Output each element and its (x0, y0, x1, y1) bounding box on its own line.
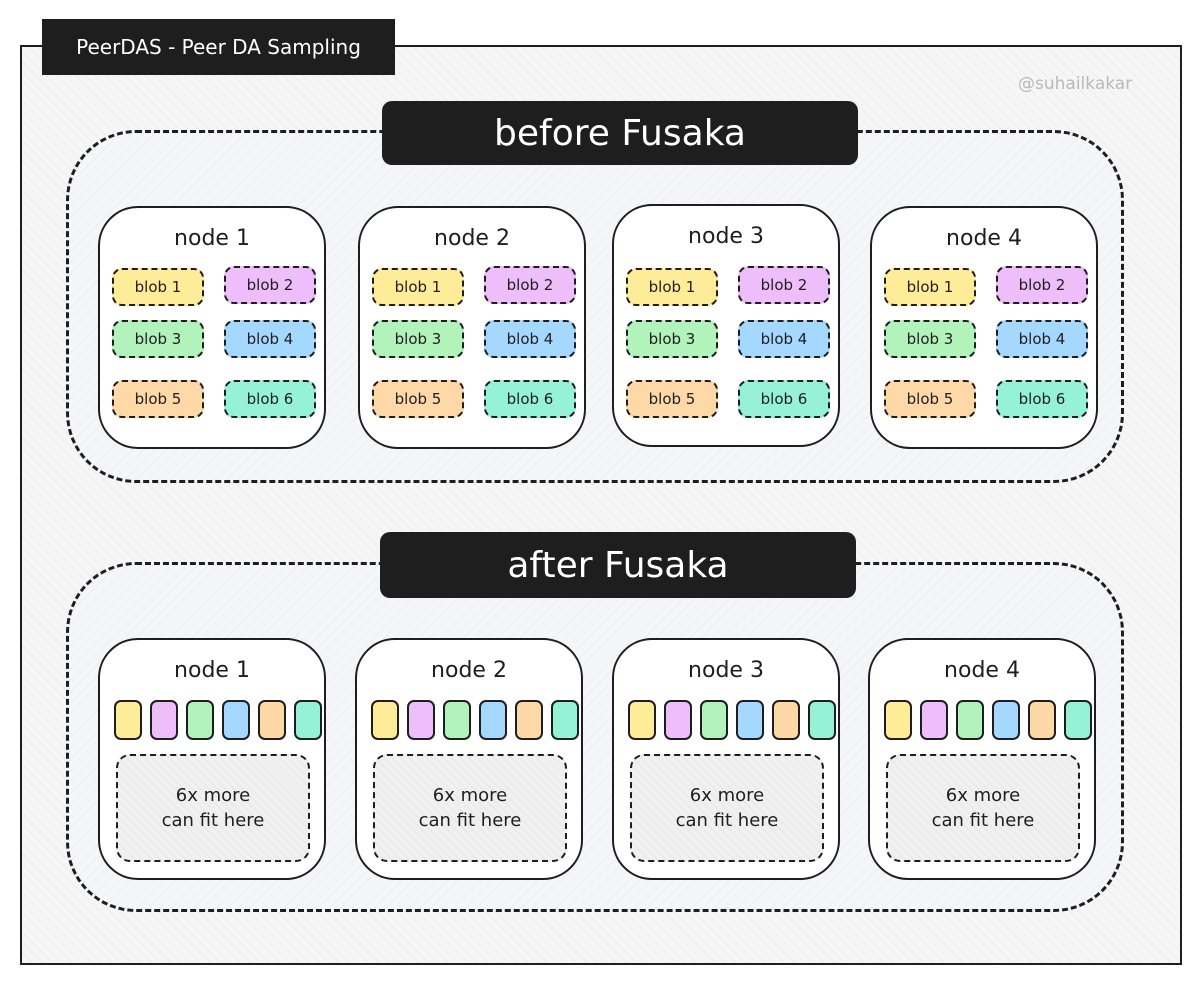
capacity-text-line2: can fit here (161, 810, 265, 831)
after-node-2: node 2 6x more can fit here (355, 638, 583, 880)
blob-cell-4 (736, 700, 764, 740)
capacity-placeholder: 6x more can fit here (630, 754, 824, 862)
capacity-text-line1: 6x more (432, 785, 508, 806)
blob-2: blob 2 (996, 266, 1088, 304)
blob-1: blob 1 (372, 268, 464, 306)
blob-1: blob 1 (626, 268, 718, 306)
blob-cell-6 (294, 700, 322, 740)
blob-cell-5 (515, 700, 543, 740)
diagram-title: PeerDAS - Peer DA Sampling (42, 19, 395, 75)
before-node-2: node 2 blob 1 blob 2 blob 3 blob 4 blob … (358, 206, 586, 449)
blob-cell-5 (258, 700, 286, 740)
blob-3: blob 3 (884, 320, 976, 358)
blob-5: blob 5 (884, 380, 976, 418)
capacity-placeholder: 6x more can fit here (116, 754, 310, 862)
blob-cell-3 (956, 700, 984, 740)
blob-3: blob 3 (112, 320, 204, 358)
blob-4: blob 4 (484, 320, 576, 358)
blob-2: blob 2 (484, 266, 576, 304)
blob-4: blob 4 (224, 320, 316, 358)
blob-cell-2 (920, 700, 948, 740)
node-title: node 4 (946, 226, 1022, 251)
after-node-1: node 1 6x more can fit here (98, 638, 326, 880)
blob-cell-4 (479, 700, 507, 740)
blob-2: blob 2 (224, 266, 316, 304)
capacity-text-line1: 6x more (945, 785, 1021, 806)
blob-3: blob 3 (372, 320, 464, 358)
capacity-text-line1: 6x more (175, 785, 251, 806)
blob-2: blob 2 (738, 266, 830, 304)
capacity-placeholder: 6x more can fit here (886, 754, 1080, 862)
blob-cell-1 (628, 700, 656, 740)
node-title: node 2 (434, 226, 510, 251)
blob-cell-6 (551, 700, 579, 740)
blob-cell-2 (150, 700, 178, 740)
capacity-placeholder: 6x more can fit here (373, 754, 567, 862)
blob-4: blob 4 (996, 320, 1088, 358)
blob-cell-5 (1028, 700, 1056, 740)
blob-cell-6 (1064, 700, 1092, 740)
author-watermark: @suhailkakar (1018, 74, 1133, 94)
blob-cell-3 (700, 700, 728, 740)
blob-5: blob 5 (372, 380, 464, 418)
blob-6: blob 6 (996, 380, 1088, 418)
blob-cell-2 (407, 700, 435, 740)
blob-5: blob 5 (112, 380, 204, 418)
capacity-text-line1: 6x more (689, 785, 765, 806)
blob-cell-4 (992, 700, 1020, 740)
blob-3: blob 3 (626, 320, 718, 358)
node-title: node 2 (431, 658, 507, 683)
blob-cell-2 (664, 700, 692, 740)
after-node-4: node 4 6x more can fit here (868, 638, 1096, 880)
node-title: node 3 (688, 224, 764, 249)
blob-cell-6 (808, 700, 836, 740)
blob-4: blob 4 (738, 320, 830, 358)
node-title: node 3 (688, 658, 764, 683)
blob-cell-3 (443, 700, 471, 740)
capacity-text-line2: can fit here (931, 810, 1035, 831)
blob-1: blob 1 (884, 268, 976, 306)
blob-cell-5 (772, 700, 800, 740)
capacity-text-line2: can fit here (418, 810, 522, 831)
blob-cell-3 (186, 700, 214, 740)
capacity-text-line2: can fit here (675, 810, 779, 831)
blob-cell-1 (884, 700, 912, 740)
before-node-1: node 1 blob 1 blob 2 blob 3 blob 4 blob … (98, 206, 326, 449)
blob-6: blob 6 (484, 380, 576, 418)
blob-cell-1 (114, 700, 142, 740)
blob-cell-1 (371, 700, 399, 740)
after-node-3: node 3 6x more can fit here (612, 638, 840, 880)
before-node-3: node 3 blob 1 blob 2 blob 3 blob 4 blob … (612, 204, 840, 447)
blob-5: blob 5 (626, 380, 718, 418)
node-title: node 1 (174, 658, 250, 683)
before-section-label: before Fusaka (382, 101, 858, 165)
node-title: node 4 (944, 658, 1020, 683)
blob-6: blob 6 (738, 380, 830, 418)
blob-cell-4 (222, 700, 250, 740)
blob-1: blob 1 (112, 268, 204, 306)
after-section-label: after Fusaka (380, 532, 856, 598)
before-node-4: node 4 blob 1 blob 2 blob 3 blob 4 blob … (870, 206, 1098, 449)
node-title: node 1 (174, 226, 250, 251)
blob-6: blob 6 (224, 380, 316, 418)
